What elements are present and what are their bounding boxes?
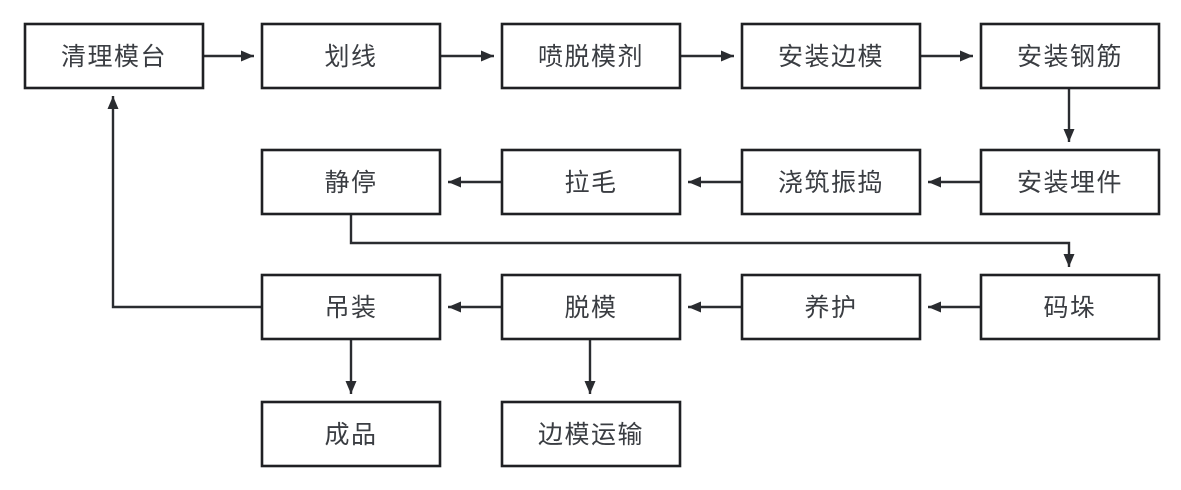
node-label: 脱模 (564, 294, 617, 322)
flow-edge-anzhuanggangjin-to-anzhuangmaijian (1063, 88, 1075, 142)
flow-edge-diaozhuang-to-qinglimotai (107, 96, 262, 309)
node-box (979, 273, 1161, 341)
flow-node-maduo[interactable]: 码垛 (979, 273, 1161, 341)
flow-edge-tuomo-to-bianmoyunshu (584, 340, 596, 394)
node-box (740, 273, 922, 341)
arrowhead-icon (584, 381, 596, 394)
arrowhead-icon (928, 176, 941, 188)
flow-node-huaxian[interactable]: 划线 (260, 22, 442, 90)
arrowhead-icon (688, 176, 701, 188)
arrowhead-icon (1063, 129, 1075, 142)
node-box (260, 148, 442, 216)
flow-edge-jingting-to-maduo (349, 214, 1075, 267)
node-box (260, 400, 442, 468)
node-label: 安装钢筋 (1017, 43, 1123, 71)
flow-node-jiaozhuzhendao[interactable]: 浇筑振捣 (740, 148, 922, 216)
flow-node-anzhuangmaijian[interactable]: 安装埋件 (979, 148, 1161, 216)
flow-edge-pentuomoji-to-anzhuangbianmo (680, 50, 734, 62)
flow-node-pentuomoji[interactable]: 喷脱模剂 (500, 22, 682, 90)
arrowhead-icon (960, 50, 973, 62)
flow-node-tuomo[interactable]: 脱模 (500, 273, 682, 341)
flow-node-anzhuanggangjin[interactable]: 安装钢筋 (979, 22, 1161, 90)
node-label: 静停 (324, 169, 377, 197)
node-label: 划线 (324, 43, 377, 71)
node-label: 养护 (804, 294, 857, 322)
edge-layer (107, 50, 1075, 394)
arrowhead-icon (107, 96, 119, 109)
flow-edge-jiaozhuzhendao-to-lamao (688, 176, 742, 188)
node-label: 边模运输 (538, 421, 644, 449)
arrowhead-icon (345, 381, 357, 394)
arrowhead-icon (448, 176, 461, 188)
flow-edge-maduo-to-yanghu (928, 301, 981, 313)
flow-edge-qinglimotai-to-huaxian (203, 50, 254, 62)
flow-node-yanghu[interactable]: 养护 (740, 273, 922, 341)
node-box (500, 22, 682, 90)
arrowhead-icon (241, 50, 254, 62)
node-label: 安装埋件 (1017, 169, 1123, 197)
arrowhead-icon (928, 301, 941, 313)
flow-edge-huaxian-to-pentuomoji (440, 50, 494, 62)
node-box (740, 148, 922, 216)
node-box (500, 400, 682, 468)
flow-edge-lamao-to-jingting (448, 176, 502, 188)
node-label: 安装边模 (778, 43, 884, 71)
flow-node-diaozhuang[interactable]: 吊装 (260, 273, 442, 341)
node-box (500, 273, 682, 341)
arrowhead-icon (481, 50, 494, 62)
flow-edge-diaozhuang-to-chengpin (345, 340, 357, 394)
flow-edge-yanghu-to-tuomo (688, 301, 742, 313)
edge-line (349, 214, 1071, 267)
node-label: 浇筑振捣 (778, 169, 884, 197)
flow-node-anzhuangbianmo[interactable]: 安装边模 (740, 22, 922, 90)
node-label: 喷脱模剂 (538, 43, 644, 71)
node-box (500, 148, 682, 216)
node-label: 清理模台 (61, 43, 167, 71)
flow-edge-anzhuangbianmo-to-anzhuanggangjin (920, 50, 973, 62)
flow-node-lamao[interactable]: 拉毛 (500, 148, 682, 216)
arrowhead-icon (448, 301, 461, 313)
arrowhead-icon (688, 301, 701, 313)
flow-edge-tuomo-to-diaozhuang (448, 301, 502, 313)
flow-node-jingting[interactable]: 静停 (260, 148, 442, 216)
node-box (979, 22, 1161, 90)
arrowhead-icon (721, 50, 734, 62)
node-label: 吊装 (324, 294, 377, 322)
flow-node-qinglimotai[interactable]: 清理模台 (23, 22, 205, 90)
node-label: 成品 (324, 421, 377, 449)
flow-edge-anzhuangmaijian-to-jiaozhuzhendao (928, 176, 981, 188)
node-label: 码垛 (1043, 294, 1096, 322)
flow-node-chengpin[interactable]: 成品 (260, 400, 442, 468)
node-box (260, 273, 442, 341)
edge-line (111, 96, 262, 309)
node-box (23, 22, 205, 90)
flow-node-bianmoyunshu[interactable]: 边模运输 (500, 400, 682, 468)
node-box (740, 22, 922, 90)
node-box (260, 22, 442, 90)
arrowhead-icon (1063, 254, 1075, 267)
node-box (979, 148, 1161, 216)
node-label: 拉毛 (564, 169, 617, 197)
